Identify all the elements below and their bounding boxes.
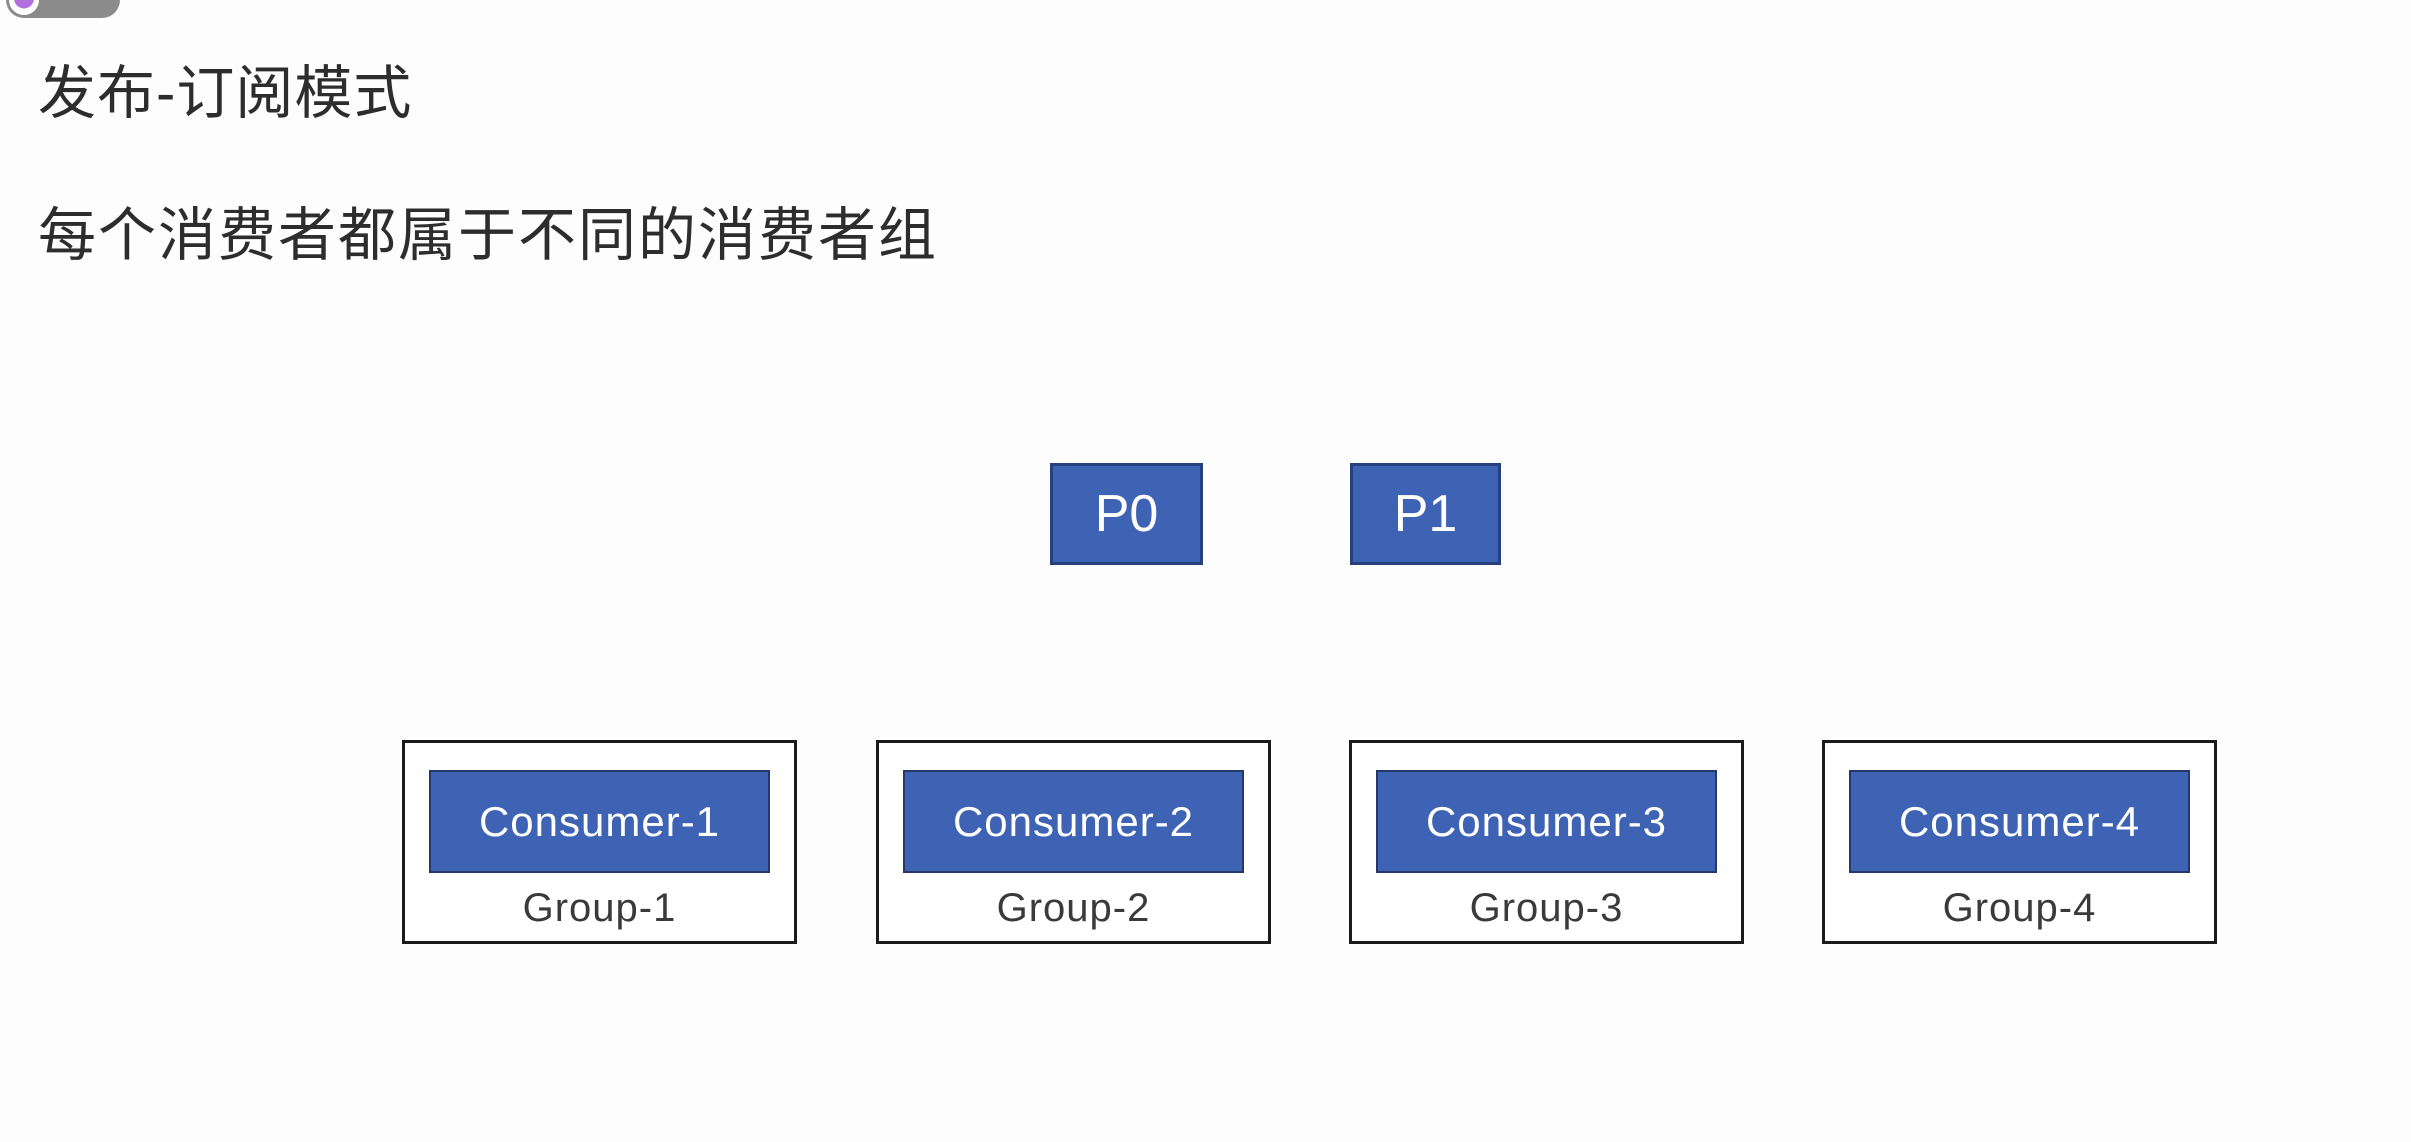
consumer-label: Consumer-3 [1425,797,1668,845]
consumer-group-box: Consumer-4 Group-4 [1822,740,2217,944]
consumer-box: Consumer-1 [429,770,770,873]
group-label: Group-3 [1469,886,1624,930]
partition-box-p0: P0 [1050,463,1203,565]
partition-label: P1 [1393,485,1458,543]
consumer-group-box: Consumer-2 Group-2 [876,740,1271,944]
badge-avatar-icon [9,0,39,15]
partition-label: P0 [1094,485,1159,543]
consumer-label: Consumer-1 [478,797,721,845]
consumer-label: Consumer-4 [1898,797,2141,845]
consumer-box: Consumer-4 [1849,770,2190,873]
consumer-group-box: Consumer-3 Group-3 [1349,740,1744,944]
consumer-box: Consumer-3 [1376,770,1717,873]
consumer-group-box: Consumer-1 Group-1 [402,740,797,944]
page-subtitle: 每个消费者都属于不同的消费者组 [38,203,939,268]
consumer-label: Consumer-2 [952,797,1195,845]
partition-box-p1: P1 [1350,463,1501,565]
overlay-badge[interactable] [6,0,120,18]
page-title: 发布-订阅模式 [38,61,413,126]
consumer-box: Consumer-2 [903,770,1244,873]
group-label: Group-1 [522,886,677,930]
group-label: Group-2 [996,886,1151,930]
group-label: Group-4 [1942,886,2097,930]
